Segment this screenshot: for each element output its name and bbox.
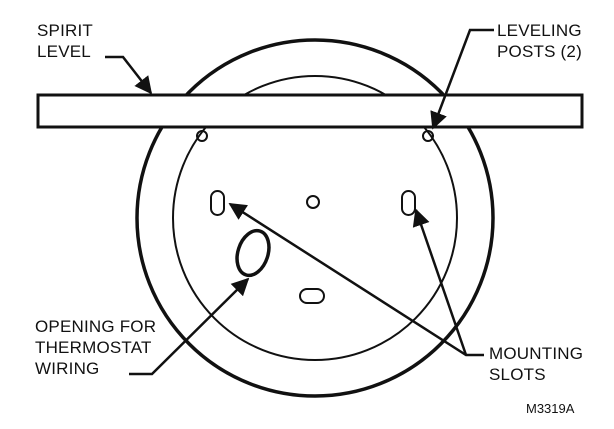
mounting-slots-label-line-2: SLOTS — [489, 365, 546, 384]
leader-mounting-slot-right — [412, 208, 468, 356]
subbase-plate — [172, 75, 458, 361]
wiring-opening-label: OPENING FOR THERMOSTAT WIRING — [35, 316, 156, 379]
spirit-level-label-line-1: SPIRIT — [37, 21, 93, 40]
leveling-posts-label: LEVELING POSTS (2) — [497, 20, 582, 62]
bottom-slot — [299, 288, 325, 304]
wiring-opening-label-line-2: THERMOSTAT — [35, 338, 152, 357]
mounting-slot-right — [401, 190, 416, 216]
leader-leveling-posts — [430, 28, 494, 130]
leveling-post-left — [196, 130, 208, 142]
wiring-opening-label-line-1: OPENING FOR — [35, 317, 157, 336]
center-hole — [306, 195, 320, 209]
leader-spirit-level — [105, 55, 153, 95]
outer-ring — [135, 38, 495, 398]
mounting-slots-label: MOUNTING SLOTS — [489, 343, 583, 385]
spirit-level-label-line-2: LEVEL — [37, 42, 91, 61]
wiring-opening — [235, 228, 271, 278]
leveling-post-right — [422, 130, 434, 142]
leader-wiring-opening — [129, 277, 250, 376]
leveling-posts-label-line-2: POSTS (2) — [497, 42, 582, 61]
figure-code: M3319A — [526, 401, 575, 416]
leader-mounting-slot-left — [228, 202, 484, 357]
spirit-level-bar — [36, 93, 584, 129]
leveling-posts-label-line-1: LEVELING — [497, 21, 582, 40]
mounting-slots-label-line-1: MOUNTING — [489, 344, 584, 363]
wiring-opening-label-line-3: WIRING — [35, 359, 100, 378]
spirit-level-label: SPIRIT LEVEL — [37, 20, 93, 62]
mounting-slot-left — [210, 190, 225, 216]
